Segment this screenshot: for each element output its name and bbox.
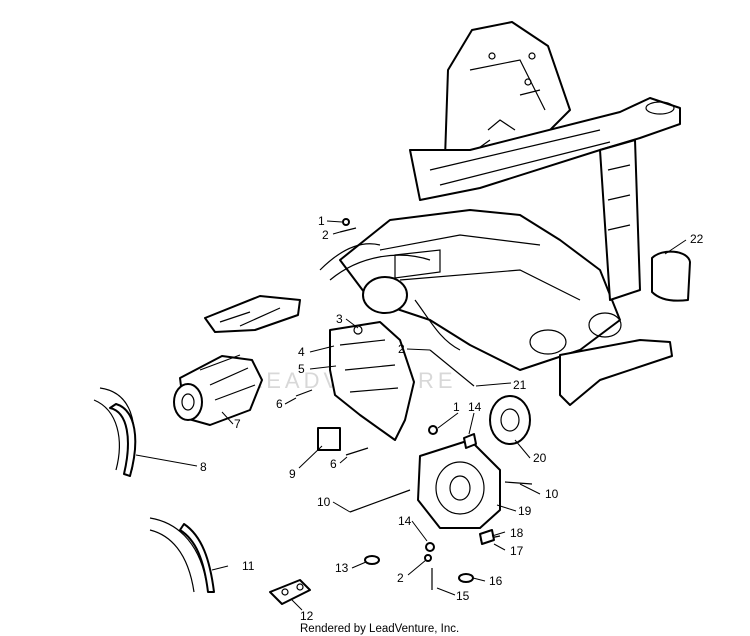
component-19-chaincase — [417, 439, 501, 529]
component-11-drive-chain — [149, 517, 215, 593]
component-22-pad — [651, 250, 691, 302]
callout-17: 17 — [510, 544, 524, 558]
callout-labels: 1 2 3 4 5 6 7 8 9 2 6 10 1 14 21 20 10 1… — [200, 214, 704, 623]
callout-7: 7 — [234, 417, 241, 431]
callout-21: 21 — [513, 378, 527, 392]
callout-19: 19 — [518, 504, 532, 518]
callout-8: 8 — [200, 460, 207, 474]
callout-13: 13 — [335, 561, 349, 575]
callout-10: 10 — [545, 487, 559, 501]
callout-12: 12 — [300, 609, 314, 623]
callout-4: 4 — [298, 345, 305, 359]
callout-5: 5 — [298, 362, 305, 376]
component-8-drive-chain — [93, 387, 137, 477]
callout-3: 3 — [336, 312, 343, 326]
hardware — [295, 218, 533, 590]
callout-1: 1 — [453, 400, 460, 414]
callout-1: 1 — [318, 214, 325, 228]
component-7-clutch-drum — [173, 354, 263, 426]
callout-18: 18 — [510, 526, 524, 540]
frame-assembly — [204, 21, 681, 406]
callout-2: 2 — [398, 342, 405, 356]
callout-6: 6 — [276, 397, 283, 411]
callout-9: 9 — [289, 467, 296, 481]
leader-lines — [135, 220, 687, 611]
callout-16: 16 — [489, 574, 503, 588]
callout-14: 14 — [398, 514, 412, 528]
callout-11: 11 — [242, 559, 255, 573]
callout-15: 15 — [456, 589, 470, 603]
callout-14: 14 — [468, 400, 482, 414]
component-9-gasket — [317, 427, 341, 451]
component-4-5-chaincase-cover — [329, 321, 415, 441]
callout-6: 6 — [330, 457, 337, 471]
callout-10: 10 — [317, 495, 331, 509]
callout-22: 22 — [690, 232, 704, 246]
component-20-bearing — [489, 395, 531, 445]
callout-20: 20 — [533, 451, 547, 465]
footer-credit: Rendered by LeadVenture, Inc. — [300, 623, 459, 635]
callout-2: 2 — [397, 571, 404, 585]
callout-2: 2 — [322, 228, 329, 242]
component-12-tensioner — [269, 579, 311, 605]
